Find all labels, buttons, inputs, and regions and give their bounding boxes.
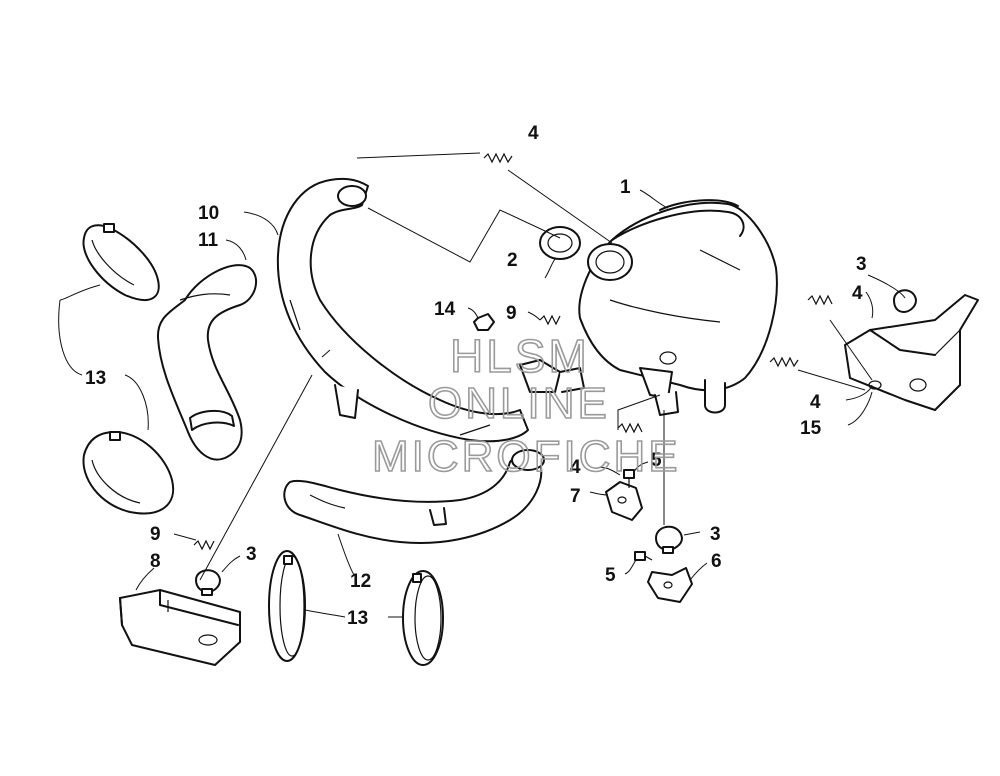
- watermark-line-1: HLSM: [450, 330, 590, 382]
- callout-4-right-lower: 4: [810, 392, 821, 413]
- grommet-part-left: [195, 569, 221, 596]
- callout-4-top: 4: [528, 123, 539, 144]
- callout-15: 15: [800, 418, 822, 439]
- callout-10: 10: [198, 203, 219, 224]
- callout-3-right: 3: [856, 254, 867, 275]
- callout-11: 11: [198, 230, 219, 251]
- callout-4-right-upper: 4: [852, 283, 863, 304]
- callout-14: 14: [434, 299, 456, 320]
- callout-5-upper: 5: [651, 450, 662, 471]
- clamp-part-lower: [82, 431, 175, 515]
- watermark: HLSM ONLINE MICROFICHE: [371, 329, 681, 482]
- bracket-tray-part: [119, 589, 241, 666]
- callout-5-lower: 5: [605, 565, 616, 586]
- clamp-part-upper: [82, 223, 160, 301]
- callout-7: 7: [570, 486, 581, 507]
- grommet-part-center: [655, 525, 683, 554]
- watermark-line-3: MICROFICHE: [372, 432, 681, 481]
- callout-9-bottom: 9: [150, 524, 161, 545]
- bolt-part: [623, 469, 653, 561]
- lower-pipe-part: [283, 449, 545, 545]
- leader-lines: [58, 152, 906, 618]
- clamp-part-bottom-right: [402, 570, 444, 666]
- clamp-part-bottom-left: [268, 550, 306, 662]
- callout-13-bottom: 13: [347, 608, 368, 629]
- callout-6: 6: [711, 551, 722, 572]
- callout-3-left: 3: [246, 544, 257, 565]
- side-bracket-part: [844, 294, 979, 411]
- nut-part: [473, 313, 495, 331]
- spring-part: [483, 152, 833, 434]
- exhaust-pipe-part: [276, 177, 529, 443]
- callout-labels: 4 1 2 10 11 14 9 3 4 4 15 13 4 5 7 9 3 8…: [85, 123, 867, 629]
- callout-3-center: 3: [710, 524, 721, 545]
- gasket-part: [539, 226, 581, 260]
- callout-8: 8: [150, 551, 161, 572]
- spring-part-9: [193, 314, 561, 551]
- callout-4-center: 4: [570, 457, 581, 478]
- callout-12: 12: [350, 571, 371, 592]
- muffler-part: [578, 199, 778, 416]
- clamp-assembly: [519, 359, 585, 393]
- watermark-line-2: ONLINE: [428, 379, 610, 428]
- grommet-part-right: [893, 289, 917, 313]
- intake-duct-part: [156, 264, 258, 461]
- callout-9-top: 9: [506, 303, 517, 324]
- small-bracket-part: [647, 567, 693, 603]
- callout-1: 1: [620, 177, 631, 198]
- mount-plate-part: [605, 481, 643, 521]
- callout-2: 2: [507, 250, 518, 271]
- callout-13-left: 13: [85, 368, 106, 389]
